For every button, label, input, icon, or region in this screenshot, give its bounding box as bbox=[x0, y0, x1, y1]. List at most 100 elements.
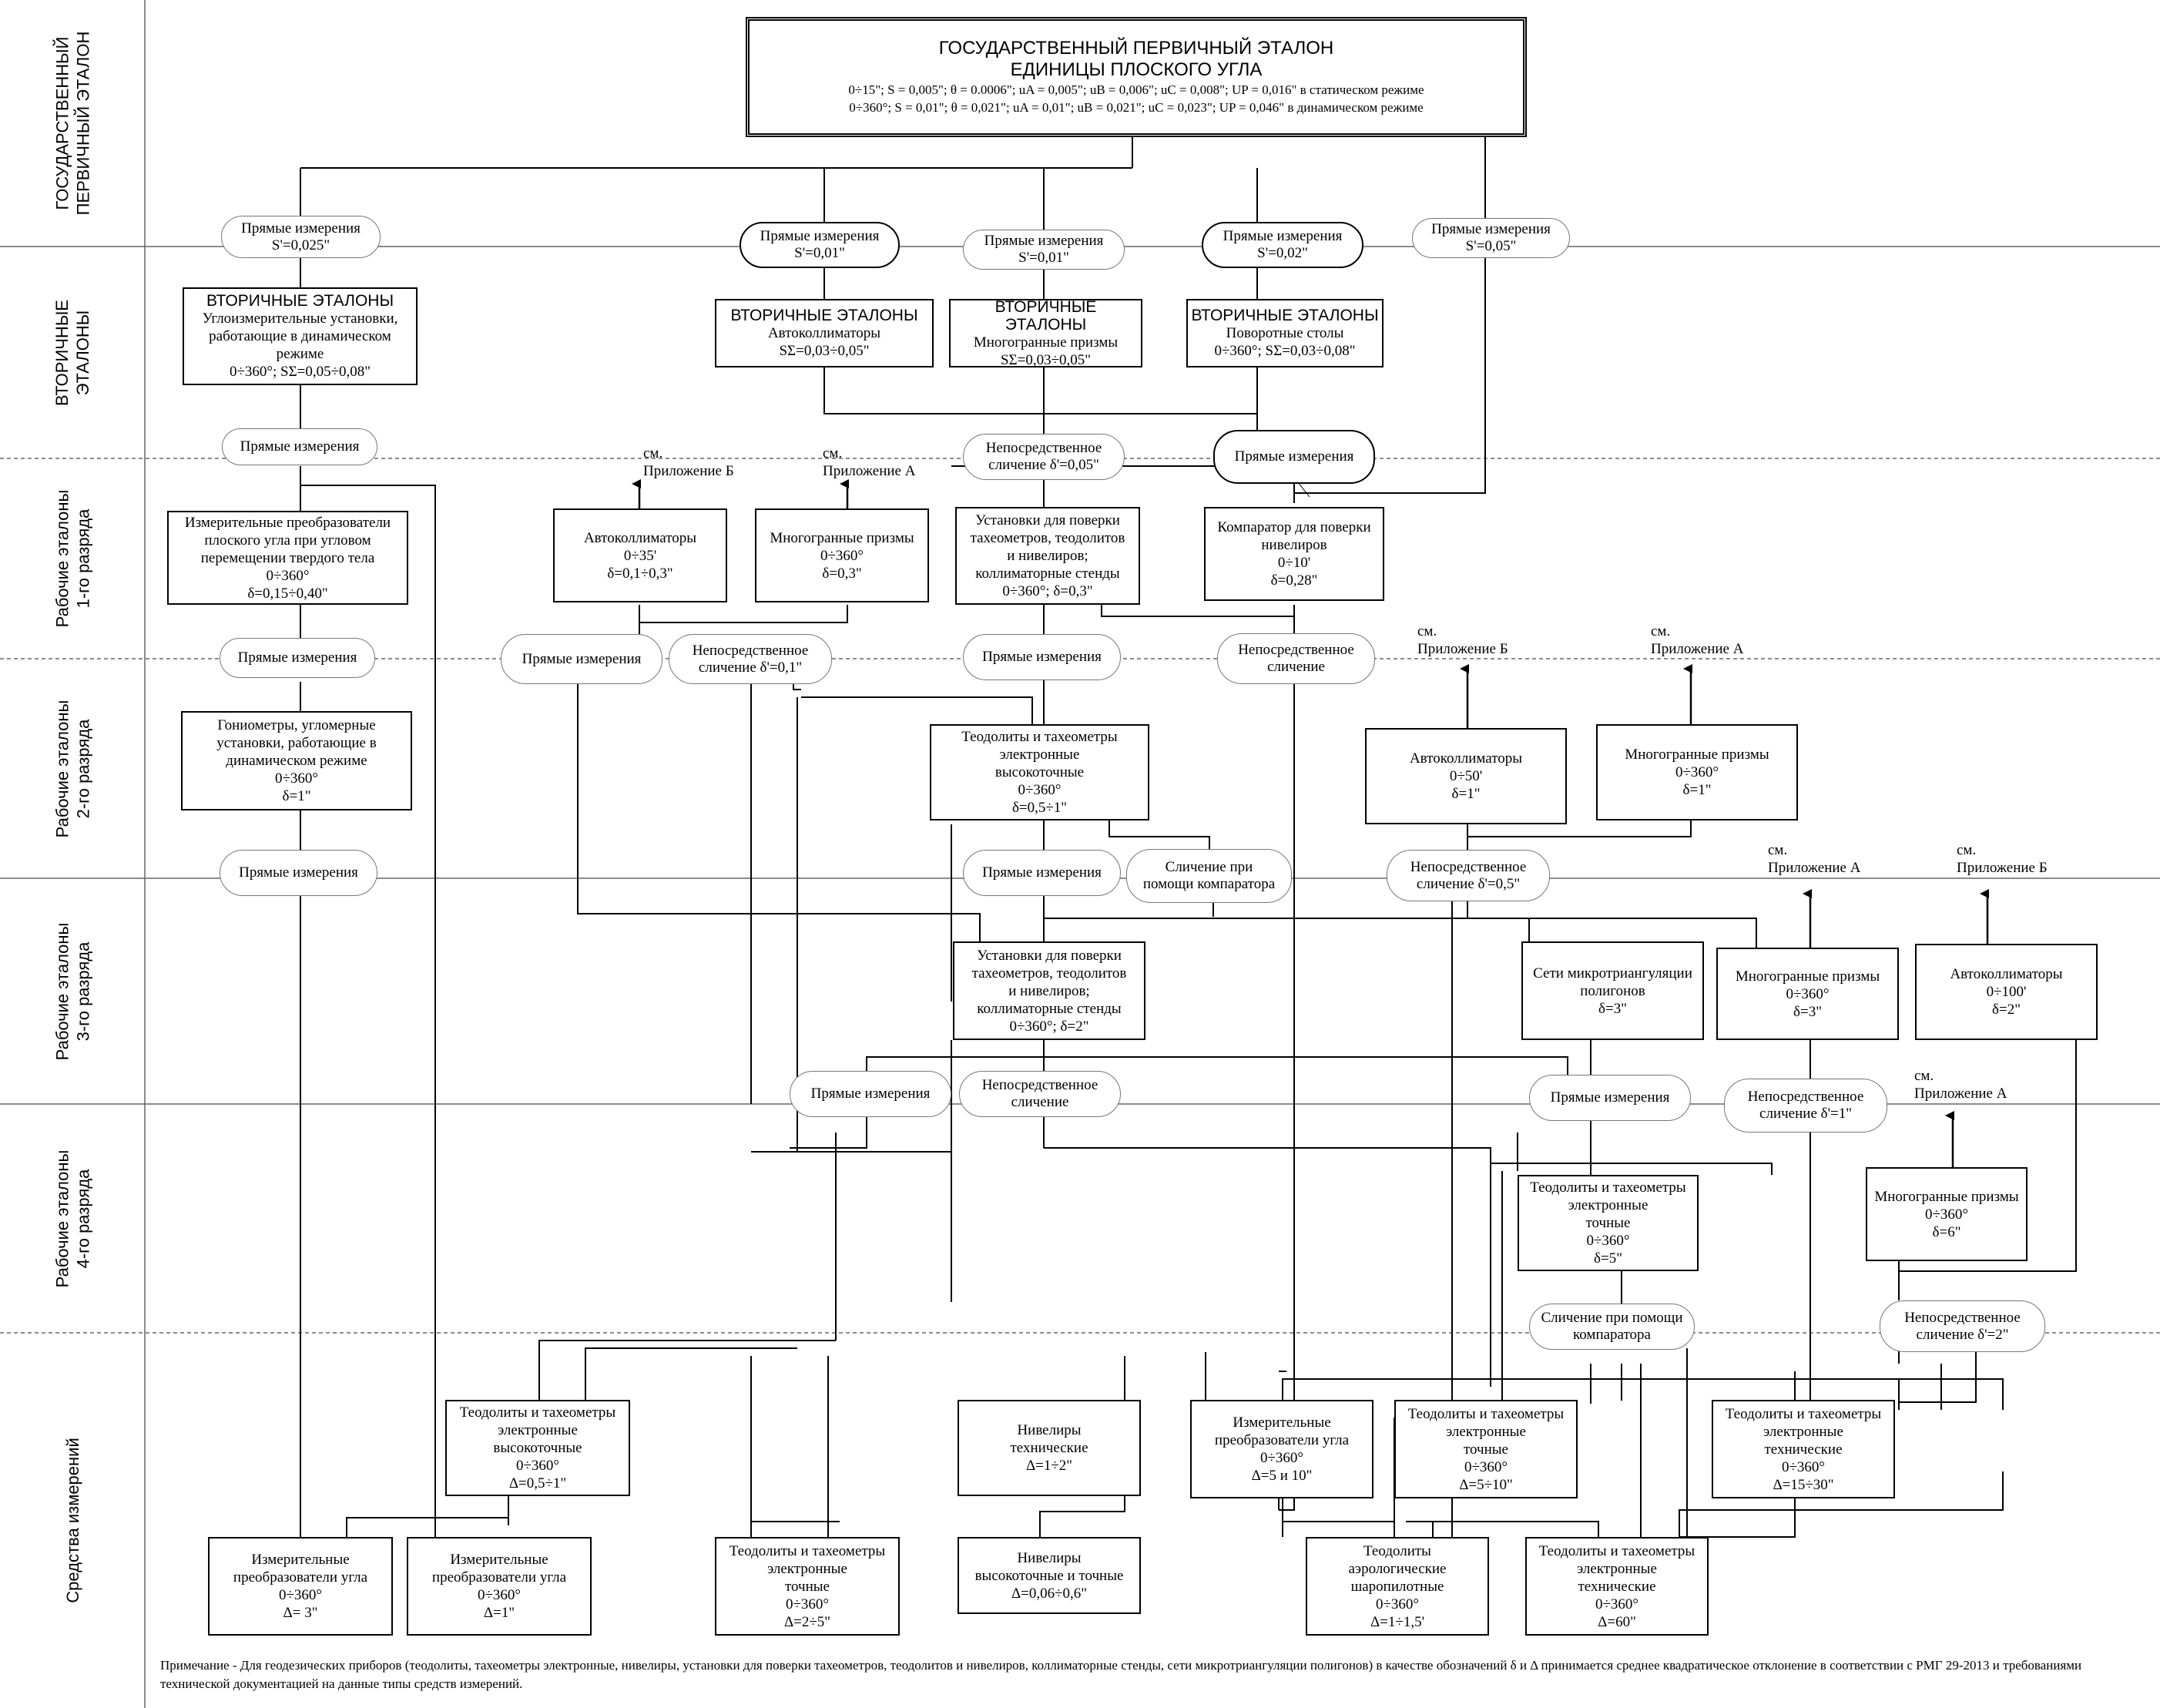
label-line: δ=3" bbox=[1793, 1003, 1822, 1020]
label-line: Теодолиты и тахеометры bbox=[1530, 1179, 1686, 1196]
box-heading: ВТОРИЧНЫЕ ЭТАЛОНЫ bbox=[1191, 307, 1379, 324]
label-line: помощи компаратора bbox=[1142, 876, 1276, 892]
label-line: точные bbox=[1464, 1441, 1508, 1458]
label-line: SΣ=0,03÷0,05" bbox=[779, 343, 870, 359]
label-line: см. bbox=[643, 445, 663, 461]
label-line: сличение δ'=0,1" bbox=[698, 659, 803, 676]
label-line: перемещении твердого тела bbox=[200, 549, 375, 566]
label-line: Многогранные призмы bbox=[770, 529, 914, 546]
label-line: 0÷360°; SΣ=0,05÷0,08" bbox=[229, 364, 371, 380]
label-line: Многогранные призмы bbox=[1874, 1188, 2019, 1205]
band-label-line: Рабочие эталоны bbox=[52, 922, 72, 1060]
label-line: 0÷360° bbox=[1259, 1450, 1304, 1466]
band-label-line: 4-го разряда bbox=[73, 1169, 92, 1268]
appendix-reference[interactable]: см.Приложение А bbox=[1768, 841, 1860, 877]
label-line: Нивелиры bbox=[1017, 1549, 1082, 1566]
appendix-reference[interactable]: см.Приложение Б bbox=[1417, 622, 1508, 658]
label-line: Δ=5 и 10" bbox=[1251, 1468, 1313, 1484]
label-line: преобразователи угла bbox=[233, 1569, 368, 1586]
label-line: δ=0,28" bbox=[1270, 572, 1318, 589]
band-label-line: ВТОРИЧНЫЕ bbox=[52, 299, 72, 406]
box-heading: ВТОРИЧНЫЕ ЭТАЛОНЫ bbox=[994, 297, 1097, 334]
label-line: SΣ=0,03÷0,05" bbox=[1000, 351, 1092, 368]
label-line: 0÷360° bbox=[1675, 764, 1719, 780]
label-line: аэрологические bbox=[1348, 1560, 1447, 1577]
label-line: Δ=0,06÷0,6" bbox=[1011, 1585, 1088, 1602]
label-line: технические bbox=[1578, 1578, 1656, 1595]
label-line: электронные bbox=[1577, 1560, 1657, 1577]
label-line: Теодолиты и тахеометры bbox=[459, 1404, 616, 1421]
primary-title-line-1: ГОСУДАРСТВЕННЫЙ ПЕРВИЧНЫЙ ЭТАЛОН bbox=[938, 38, 1334, 59]
label-line: Теодолиты и тахеометры bbox=[1407, 1405, 1565, 1422]
label-line: электронные bbox=[1763, 1423, 1843, 1440]
label-line: Приложение А bbox=[823, 463, 916, 479]
label-line: S'=0,01" bbox=[1018, 250, 1069, 266]
label-line: Δ= 3" bbox=[283, 1605, 318, 1621]
label-line: Теодолиты bbox=[1363, 1542, 1431, 1559]
label-line: Многогранные призмы bbox=[973, 334, 1119, 351]
label-line: см. bbox=[1651, 623, 1671, 639]
band-label-line: Рабочие эталоны bbox=[52, 700, 72, 837]
label-line: δ=1" bbox=[1682, 782, 1712, 798]
label-line: режиме bbox=[276, 346, 324, 362]
label-line: Поворотные столы bbox=[1226, 325, 1344, 341]
appendix-reference[interactable]: см.Приложение А bbox=[823, 445, 915, 480]
label-line: Прямые измерения bbox=[760, 228, 880, 244]
label-line: технические bbox=[1010, 1440, 1088, 1456]
label-line: Приложение А bbox=[1914, 1086, 2007, 1102]
appendix-reference[interactable]: см.Приложение А bbox=[1914, 1067, 2007, 1102]
label-line: Непосредственное bbox=[1238, 642, 1354, 658]
label-line: 0÷360° bbox=[1786, 985, 1830, 1002]
label-line: S'=0,05" bbox=[1465, 238, 1517, 254]
band-measuring-instruments: Средства измерений bbox=[0, 1333, 145, 1708]
label-line: Автоколлиматоры bbox=[767, 325, 881, 341]
label-line: точные bbox=[785, 1578, 830, 1595]
label-line: Теодолиты и тахеометры bbox=[729, 1542, 886, 1559]
label-line: Прямые измерения bbox=[522, 650, 642, 667]
label-line: Δ=1" bbox=[483, 1605, 515, 1621]
label-line: Прямые измерения bbox=[1431, 221, 1551, 237]
label-line: преобразователи угла bbox=[431, 1569, 567, 1586]
band-label-line: 3-го разряда bbox=[73, 941, 92, 1041]
label-line: Прямые измерения bbox=[1550, 1089, 1670, 1106]
appendix-reference[interactable]: см.Приложение Б bbox=[643, 445, 734, 480]
label-line: высокоточные и точные bbox=[974, 1567, 1124, 1584]
label-line: точные bbox=[1585, 1215, 1631, 1231]
label-line: Приложение А bbox=[1651, 641, 1744, 657]
label-line: Теодолиты и тахеометры bbox=[1538, 1542, 1695, 1559]
label-line: компаратора bbox=[1573, 1327, 1651, 1343]
label-line: Многогранные призмы bbox=[1735, 968, 1880, 985]
label-line: 0÷100' bbox=[1986, 984, 2027, 1000]
box-heading: ВТОРИЧНЫЕ ЭТАЛОНЫ bbox=[730, 307, 918, 324]
appendix-reference[interactable]: см. Приложение А bbox=[1651, 622, 1743, 658]
label-line: 0÷360° bbox=[266, 567, 310, 584]
label-line: Измерительные bbox=[251, 1552, 350, 1568]
appendix-reference[interactable]: см.Приложение Б bbox=[1957, 841, 2048, 877]
label-line: Компаратор для поверки bbox=[1217, 519, 1371, 535]
label-line: 0÷360° bbox=[278, 1587, 323, 1603]
label-line: Прямые измерения bbox=[982, 649, 1102, 665]
